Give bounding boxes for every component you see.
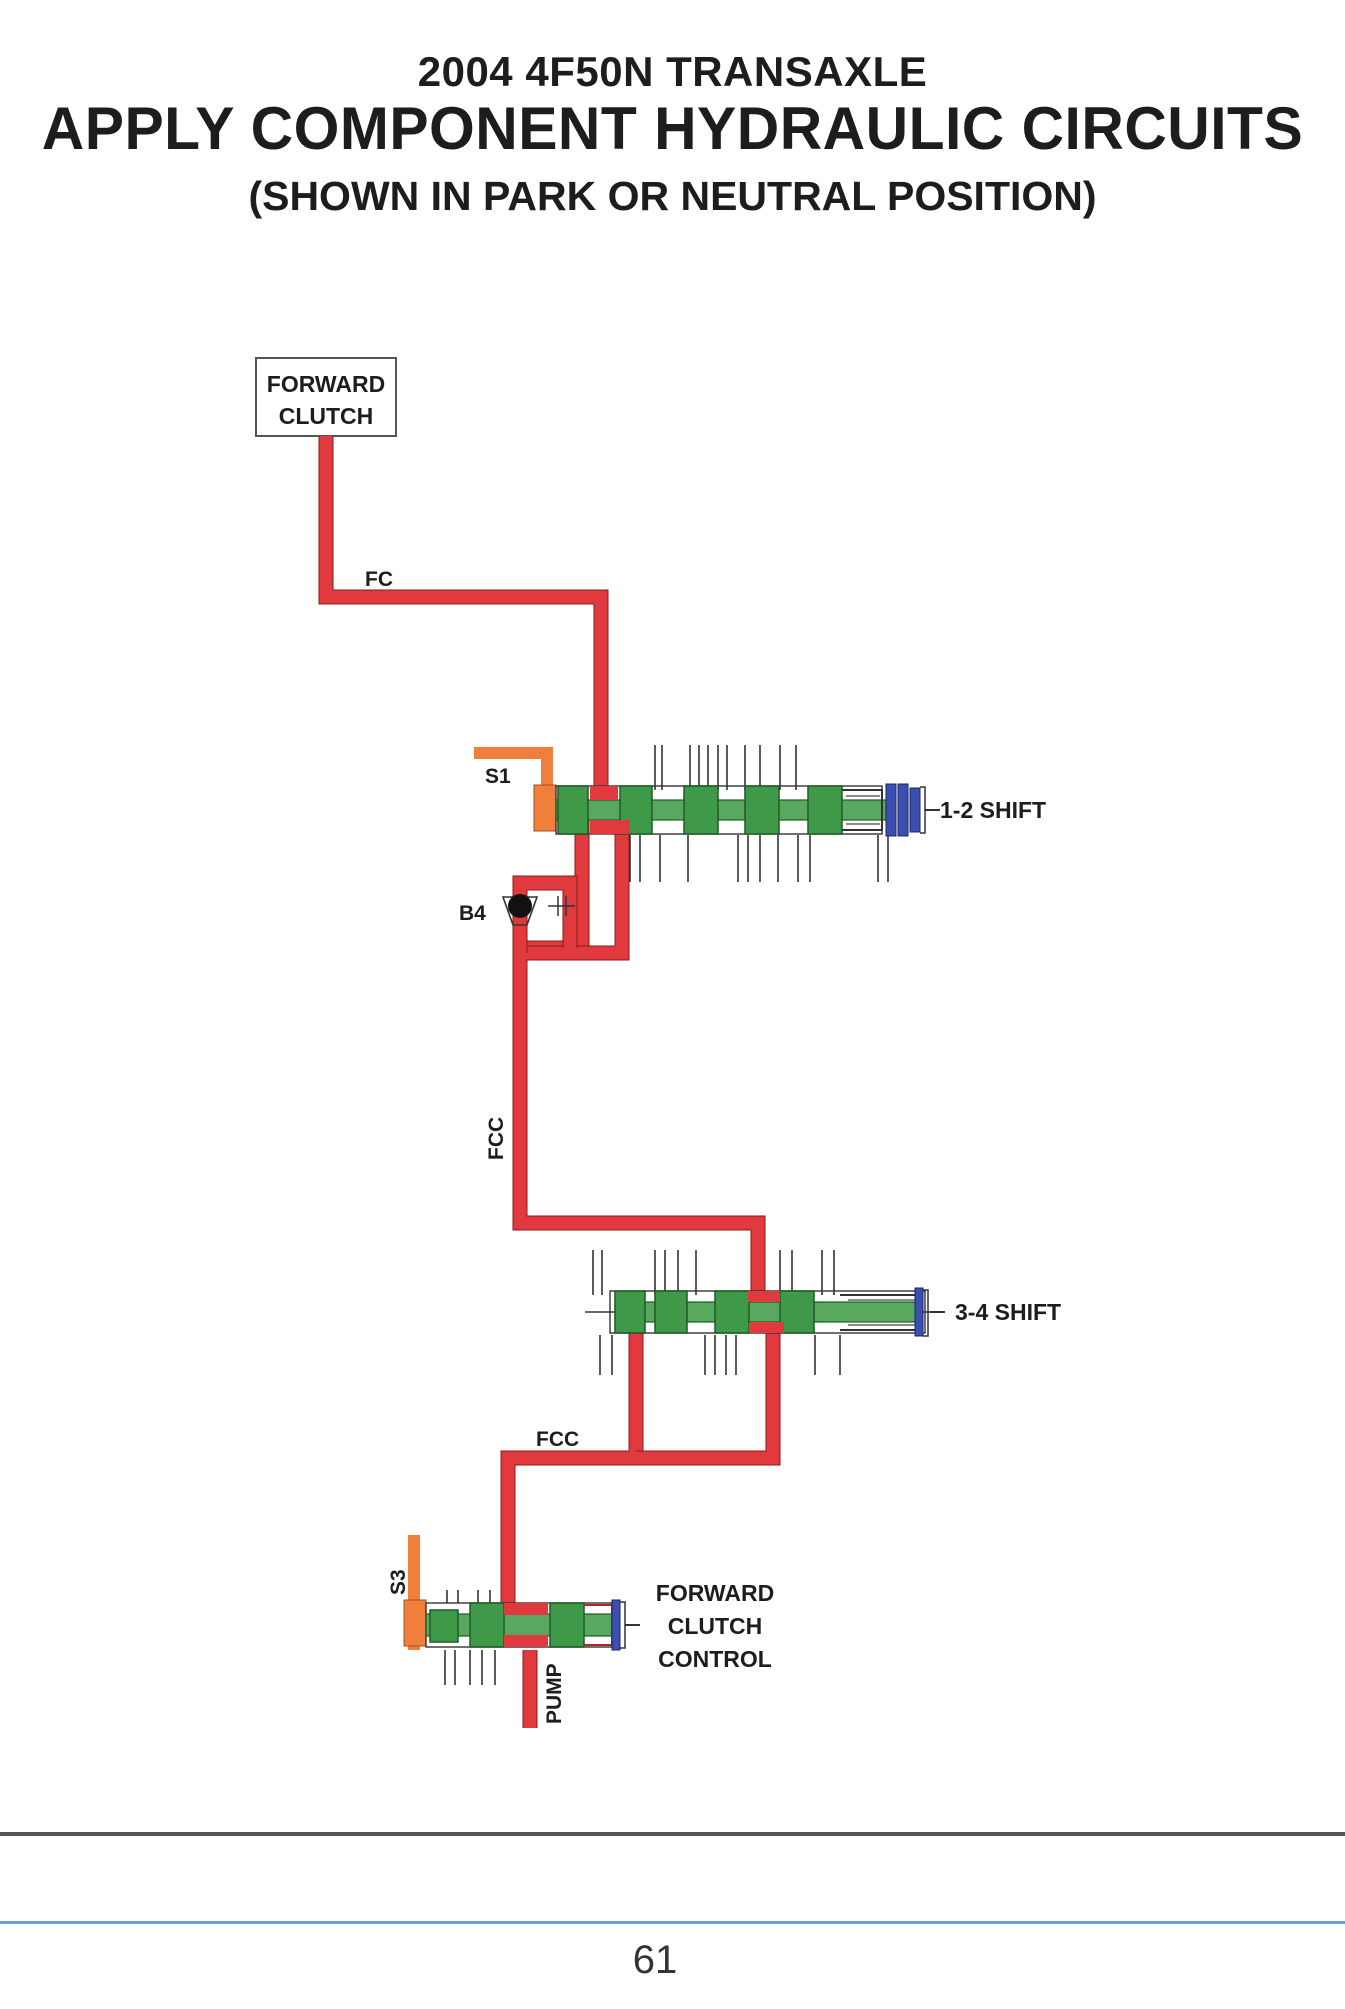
fcc-valve-label-line1: FORWARD	[656, 1580, 774, 1606]
b4-check-ball	[501, 894, 575, 926]
forward-clutch-control-valve	[425, 1590, 640, 1685]
forward-clutch-box: FORWARD CLUTCH	[255, 357, 397, 437]
page-number: 61	[632, 1938, 678, 1982]
passage-label-fcc-upper: FCC	[485, 1117, 508, 1160]
shift-valve-1-2	[555, 745, 940, 882]
shift-valve-1-2-label: 1-2 SHIFT	[940, 797, 1046, 823]
passage-label-s3: S3	[387, 1569, 410, 1595]
passage-label-fc: FC	[365, 568, 393, 591]
passage-label-b4: B4	[459, 902, 486, 925]
fcc-valve-label-line3: CONTROL	[658, 1646, 772, 1672]
passage-label-fcc-lower: FCC	[536, 1428, 579, 1451]
document-title: APPLY COMPONENT HYDRAULIC CIRCUITS	[41, 95, 1304, 162]
s3-solenoid-line	[403, 1535, 427, 1650]
forward-clutch-box-line2: CLUTCH	[279, 403, 374, 429]
footer-blue-rule	[0, 1921, 1345, 1924]
fcc-valve-label-line2: CLUTCH	[668, 1613, 763, 1639]
forward-clutch-box-line1: FORWARD	[267, 371, 385, 397]
passage-label-pump: PUMP	[543, 1663, 566, 1724]
document-subtitle: 2004 4F50N TRANSAXLE	[417, 48, 928, 95]
shift-valve-3-4	[585, 1250, 945, 1375]
apply-fluid-circuit	[318, 436, 781, 1728]
passage-label-s1: S1	[485, 765, 511, 788]
footer-rule	[0, 1832, 1345, 1836]
title-note: (SHOWN IN PARK OR NEUTRAL POSITION)	[248, 173, 1097, 219]
shift-valve-3-4-label: 3-4 SHIFT	[955, 1299, 1061, 1325]
